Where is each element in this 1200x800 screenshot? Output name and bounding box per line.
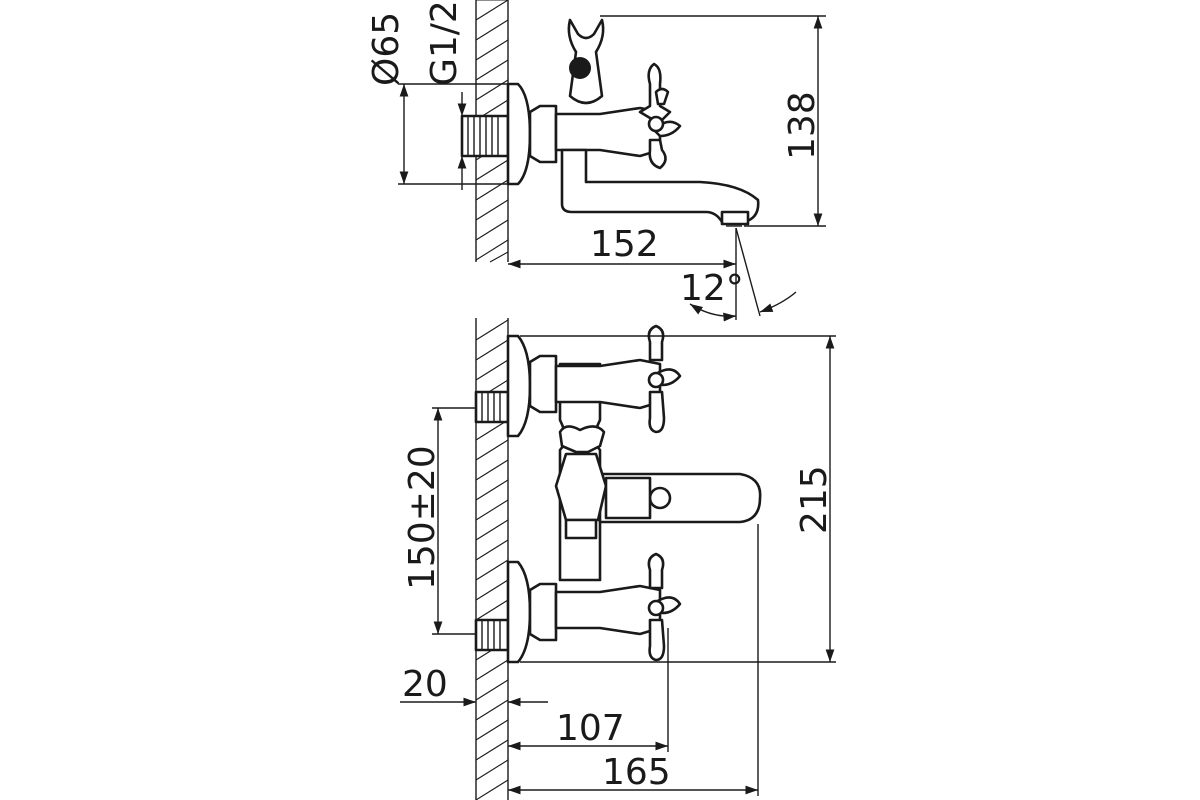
dim-handle-107: 107	[508, 628, 669, 752]
cross-handle-top	[638, 62, 682, 170]
dim-label-diameter: Ø65	[366, 12, 407, 86]
cross-handle-upper	[647, 324, 682, 434]
valve-body-upper	[554, 358, 662, 410]
front-view: 150±20 215 20 107 165	[400, 318, 836, 800]
dim-height-215: 215	[520, 335, 836, 663]
dim-label-107: 107	[556, 708, 625, 749]
dim-center-distance: 150±20	[402, 407, 476, 635]
dim-label-150: 150±20	[402, 445, 443, 590]
inlet-thread-upper	[474, 390, 510, 424]
dim-label-165: 165	[602, 752, 671, 793]
dim-cover-diameter: Ø65	[366, 12, 508, 185]
dim-reach-165: 165	[508, 524, 759, 796]
wall-hatch-bottom	[475, 318, 509, 800]
valve-body-lower	[554, 584, 662, 636]
dim-inlet-thread: G1/2	[424, 0, 467, 190]
inlet-thread-lower	[474, 618, 510, 652]
dim-thread-20: 20	[400, 664, 548, 707]
shower-holder-top	[567, 18, 605, 105]
dim-reach-152: 152	[508, 224, 737, 320]
dim-label-12: 12°	[680, 268, 744, 309]
dim-angle-12: 12°	[680, 227, 797, 322]
cover-rosette-top	[506, 82, 532, 186]
dim-label-thread: G1/2	[424, 0, 465, 86]
hex-nut-top	[528, 104, 558, 164]
dim-label-20: 20	[402, 664, 448, 705]
cover-rosette-upper	[506, 334, 532, 438]
cover-rosette-lower	[506, 560, 532, 664]
inlet-thread-top	[460, 114, 510, 158]
dim-height-138: 138	[600, 15, 826, 227]
side-view: Ø65 G1/2 138 152 12°	[366, 0, 826, 322]
hex-nut-upper	[528, 354, 558, 414]
cross-handle-lower	[647, 552, 682, 662]
dim-label-215: 215	[794, 465, 835, 534]
diverter	[554, 425, 672, 540]
dim-label-138: 138	[782, 91, 823, 160]
dim-label-152: 152	[590, 224, 659, 265]
hex-nut-lower	[528, 582, 558, 642]
